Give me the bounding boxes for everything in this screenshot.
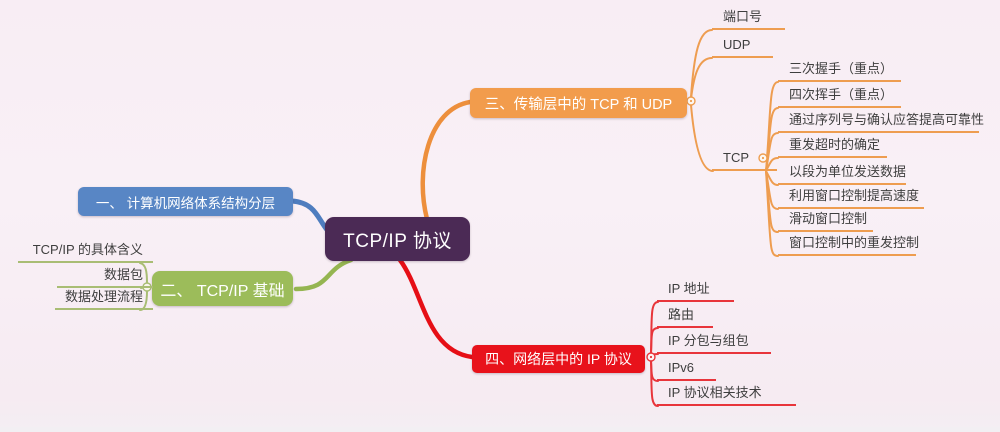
topic-port-number[interactable]: 端口号 xyxy=(712,9,785,30)
collapse-toggle-icon[interactable] xyxy=(646,352,656,362)
edges-branch3 xyxy=(690,29,779,257)
topic-data-packet[interactable]: 数据包 xyxy=(57,267,153,288)
edge-to-window-retrans xyxy=(765,170,779,257)
topic-udp[interactable]: UDP xyxy=(712,37,773,58)
edge-to-retrans-timeout xyxy=(765,157,779,172)
topic-seq-ack-reliability[interactable]: 通过序列号与确认应答提高可靠性 xyxy=(778,112,984,133)
collapse-toggle-icon[interactable] xyxy=(758,153,768,163)
edge-to-ip-tech xyxy=(650,361,659,407)
topic-retransmission-timeout[interactable]: 重发超时的确定 xyxy=(778,137,887,158)
topic-ip-address[interactable]: IP 地址 xyxy=(657,281,734,302)
topic-data-processing-flow[interactable]: 数据处理流程 xyxy=(55,289,153,310)
edge-root-to-branch3 xyxy=(420,99,473,222)
topic-ip-related-tech[interactable]: IP 协议相关技术 xyxy=(657,385,796,406)
edge-root-to-branch2 xyxy=(293,257,354,292)
root-topic[interactable]: TCP/IP 协议 xyxy=(325,217,470,261)
edge-root-to-branch4 xyxy=(397,257,475,360)
collapse-toggle-icon[interactable] xyxy=(686,96,696,106)
edge-to-routing xyxy=(650,327,659,354)
topic-window-control-speed[interactable]: 利用窗口控制提高速度 xyxy=(778,188,924,209)
topic-tcpip-meaning[interactable]: TCP/IP 的具体含义 xyxy=(18,242,153,263)
topic-segment-send[interactable]: 以段为单位发送数据 xyxy=(778,164,906,185)
edge-to-tcp xyxy=(690,104,714,172)
topic-window-retransmission[interactable]: 窗口控制中的重发控制 xyxy=(778,235,919,256)
branch-network-layer[interactable]: 四、网络层中的 IP 协议 xyxy=(472,345,645,373)
branch-transport-layer[interactable]: 三、传输层中的 TCP 和 UDP xyxy=(470,88,687,118)
branch-network-architecture[interactable]: 一、 计算机网络体系结构分层 xyxy=(78,187,293,216)
topic-four-way-handshake[interactable]: 四次挥手（重点） xyxy=(778,87,901,108)
topic-three-way-handshake[interactable]: 三次握手（重点） xyxy=(778,61,901,82)
edge-to-seq-ack xyxy=(765,132,779,172)
edge-to-port xyxy=(690,29,713,98)
topic-tcp[interactable]: TCP xyxy=(712,150,777,171)
edge-to-meaning xyxy=(139,262,148,284)
topic-ipv6[interactable]: IPv6 xyxy=(657,360,716,381)
topic-ip-fragmentation[interactable]: IP 分包与组包 xyxy=(657,333,771,354)
topic-routing[interactable]: 路由 xyxy=(657,307,713,328)
horizontal-scrollbar-track[interactable] xyxy=(0,427,1000,432)
branch-tcpip-basics[interactable]: 二、 TCP/IP 基础 xyxy=(152,271,293,306)
topic-sliding-window[interactable]: 滑动窗口控制 xyxy=(778,211,873,232)
edge-to-udp xyxy=(690,57,713,100)
